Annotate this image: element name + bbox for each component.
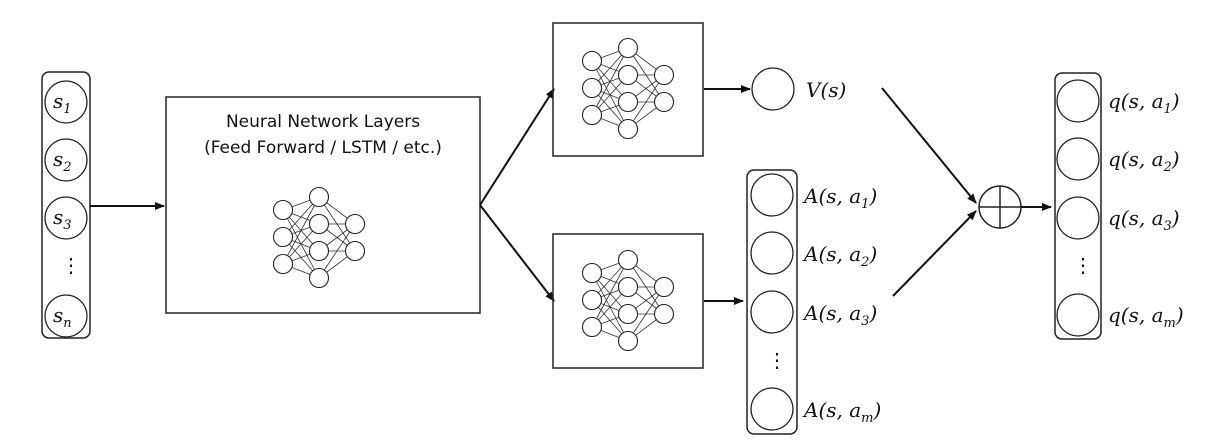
nn-node <box>617 303 639 325</box>
advantage-label-1: A(s, a1) <box>802 184 877 212</box>
nn-node <box>344 213 366 235</box>
input-ellipsis: ⋮ <box>61 253 81 277</box>
input-node-2 <box>44 138 88 182</box>
output-node-2 <box>1056 137 1100 181</box>
nn-node <box>581 316 603 338</box>
advantage-node-2 <box>750 231 794 275</box>
output-label-1: q(s, a1) <box>1108 89 1180 117</box>
input-label-2: s2 <box>53 147 72 175</box>
output-label-m: q(s, am) <box>1108 303 1184 331</box>
nn-node <box>653 91 675 113</box>
nn-node <box>581 289 603 311</box>
nn-node <box>308 213 330 235</box>
nn-node <box>344 240 366 262</box>
nn-node <box>617 118 639 140</box>
advantage-node-m <box>750 387 794 431</box>
arrow-to-value-stream <box>479 88 555 206</box>
nn-node <box>653 276 675 298</box>
nn-node <box>581 77 603 99</box>
nn-node <box>617 37 639 59</box>
output-label-3: q(s, a3) <box>1108 206 1180 234</box>
input-node-n <box>44 294 88 338</box>
advantage-label-m: A(s, am) <box>802 398 881 426</box>
aggregator-plus-icon <box>978 185 1022 229</box>
nn-node <box>272 253 294 275</box>
network-title-line1: Neural Network Layers <box>226 112 420 132</box>
nn-node <box>581 262 603 284</box>
nn-node <box>653 64 675 86</box>
output-q-vector: ⋮ <box>1054 72 1102 340</box>
nn-node <box>617 330 639 352</box>
output-node-1 <box>1056 79 1100 123</box>
nn-node <box>617 64 639 86</box>
output-label-2: q(s, a2) <box>1108 147 1180 175</box>
advantage-ellipsis: ⋮ <box>767 348 787 372</box>
input-node-3 <box>44 196 88 240</box>
nn-edge <box>282 196 320 265</box>
nn-edge <box>591 47 629 116</box>
nn-edge <box>318 223 356 279</box>
nn-edge <box>627 74 665 130</box>
nn-node <box>308 267 330 289</box>
input-state-vector: s1 s2 s3 ⋮ sn <box>41 71 91 339</box>
advantage-node-3 <box>750 290 794 334</box>
nn-node <box>653 303 675 325</box>
arrow-to-advantage-stream <box>479 204 555 302</box>
advantage-network-icon <box>581 249 675 352</box>
input-node-1 <box>44 80 88 124</box>
input-label-n: sn <box>53 303 72 331</box>
nn-node <box>272 226 294 248</box>
advantage-stream-block <box>552 233 704 369</box>
input-label-1: s1 <box>53 89 72 117</box>
advantage-node-1 <box>750 173 794 217</box>
arrow-advantage-to-aggregator <box>892 210 977 297</box>
value-network-icon <box>581 37 675 140</box>
advantage-label-2: A(s, a2) <box>802 242 877 270</box>
nn-node <box>617 249 639 271</box>
output-node-m <box>1056 293 1100 337</box>
arrow-value-to-aggregator <box>881 87 977 204</box>
network-title-line2: (Feed Forward / LSTM / etc.) <box>204 138 442 158</box>
nn-node <box>581 104 603 126</box>
advantage-vector: ⋮ <box>746 169 798 435</box>
value-stream-block <box>552 22 704 157</box>
nn-node <box>308 240 330 262</box>
value-label: V(s) <box>806 78 846 102</box>
nn-node <box>617 276 639 298</box>
nn-edge <box>591 259 629 328</box>
neural-network-icon <box>272 186 366 289</box>
nn-node <box>308 186 330 208</box>
neural-network-block: Neural Network Layers (Feed Forward / LS… <box>165 96 481 314</box>
input-label-3: s3 <box>53 205 72 233</box>
value-node <box>751 67 795 111</box>
nn-node <box>617 91 639 113</box>
output-ellipsis: ⋮ <box>1073 253 1093 277</box>
nn-node <box>581 50 603 72</box>
advantage-label-3: A(s, a3) <box>802 301 877 329</box>
nn-edge <box>627 286 665 342</box>
output-node-3 <box>1056 196 1100 240</box>
nn-node <box>272 199 294 221</box>
